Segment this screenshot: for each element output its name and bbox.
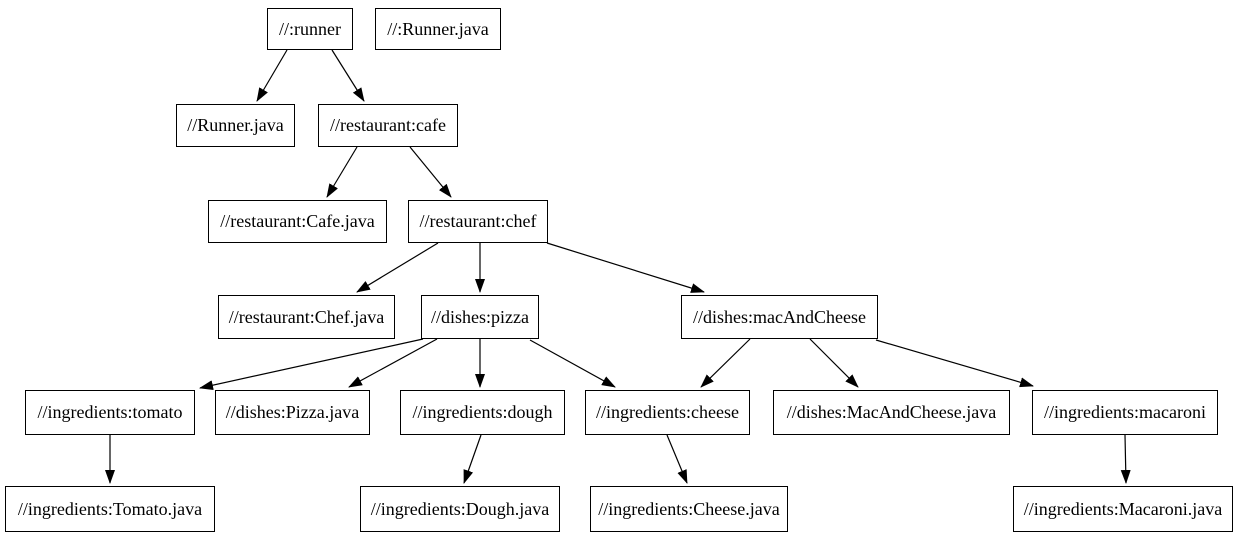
edge-cafe-to-cafe-java — [326, 146, 358, 198]
edge-cafe-to-chef — [409, 146, 452, 198]
node-label: //restaurant:cafe — [330, 115, 446, 135]
node-label: //ingredients:Cheese.java — [598, 498, 780, 519]
node-label: //ingredients:Tomato.java — [17, 498, 203, 519]
node-label: //dishes:Pizza.java — [225, 402, 360, 422]
node-cafe-java: //restaurant:Cafe.java — [208, 200, 387, 243]
node-label: //:runner — [279, 18, 341, 39]
node-label: //ingredients:dough — [412, 402, 553, 422]
node-dough: //ingredients:dough — [400, 390, 565, 435]
node-chef-java: //restaurant:Chef.java — [218, 295, 395, 339]
node-label: //restaurant:chef — [419, 211, 537, 231]
node-dough-java: //ingredients:Dough.java — [360, 486, 560, 532]
node-label: //Runner.java — [187, 115, 284, 135]
node-runner-java: //Runner.java — [176, 104, 295, 147]
node-label: //restaurant:Chef.java — [228, 306, 385, 327]
node-root-runner-java: //:Runner.java — [375, 8, 501, 50]
node-label: //ingredients:macaroni — [1044, 402, 1206, 422]
edge-runner-to-runner-java — [256, 49, 288, 102]
node-macaroni-java: //ingredients:Macaroni.java — [1013, 486, 1233, 532]
edge-runner-to-cafe — [331, 49, 365, 102]
node-cafe: //restaurant:cafe — [318, 104, 458, 147]
edge-mac-and-cheese-to-macaroni — [875, 339, 1034, 388]
node-label: //ingredients:tomato — [37, 402, 183, 422]
node-label: //ingredients:Macaroni.java — [1023, 498, 1223, 519]
node-label: //dishes:macAndCheese — [693, 306, 866, 327]
node-cheese: //ingredients:cheese — [585, 390, 750, 435]
node-label: //dishes:pizza — [431, 306, 529, 327]
node-label: //restaurant:Cafe.java — [220, 211, 375, 231]
node-label: //:Runner.java — [387, 18, 489, 39]
node-runner: //:runner — [267, 8, 353, 50]
edge-chef-to-chef-java — [356, 242, 439, 293]
node-label: //ingredients:Dough.java — [370, 498, 550, 519]
node-label: //ingredients:cheese — [596, 402, 739, 422]
node-tomato: //ingredients:tomato — [25, 390, 195, 435]
edge-pizza-to-pizza-java — [348, 338, 438, 388]
node-label: //dishes:MacAndCheese.java — [786, 402, 997, 422]
node-mac-and-cheese-java: //dishes:MacAndCheese.java — [773, 390, 1010, 435]
edge-cheese-to-cheese-java — [666, 434, 688, 484]
edge-pizza-to-cheese — [529, 339, 616, 388]
edge-macaroni-to-macaroni-java — [1120, 434, 1131, 484]
node-tomato-java: //ingredients:Tomato.java — [5, 486, 215, 532]
node-pizza-java: //dishes:Pizza.java — [215, 390, 370, 435]
node-chef: //restaurant:chef — [408, 200, 548, 243]
edge-mac-and-cheese-to-cheese — [700, 338, 751, 388]
node-pizza: //dishes:pizza — [421, 295, 539, 339]
node-macaroni: //ingredients:macaroni — [1032, 390, 1218, 435]
edge-dough-to-dough-java — [463, 434, 482, 484]
edge-group — [105, 49, 1131, 484]
edge-mac-and-cheese-to-mac-and-cheese-java — [809, 338, 859, 388]
edge-pizza-to-tomato — [199, 338, 424, 391]
edge-chef-to-mac-and-cheese — [546, 242, 705, 293]
node-cheese-java: //ingredients:Cheese.java — [590, 486, 788, 532]
node-mac-and-cheese: //dishes:macAndCheese — [681, 295, 878, 339]
